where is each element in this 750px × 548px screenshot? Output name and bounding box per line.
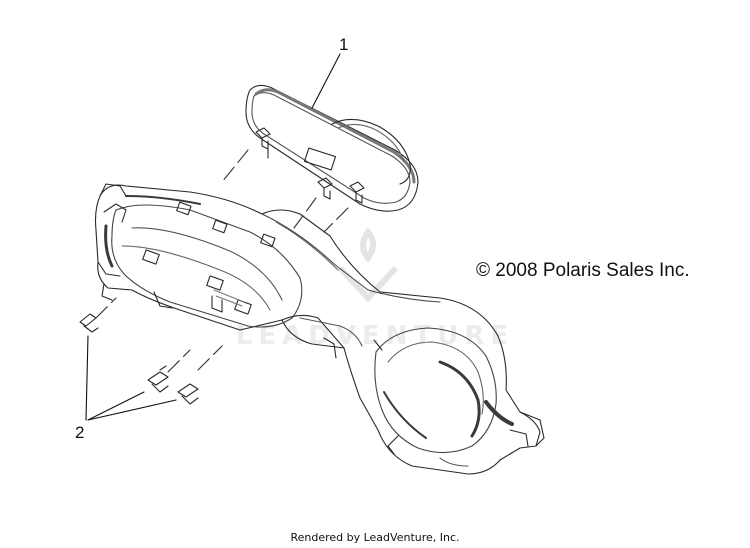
part-2-rivets <box>79 313 199 405</box>
mounting-leader-lines <box>221 149 349 233</box>
rivet-c <box>177 383 199 405</box>
callout-label-2: 2 <box>75 423 85 442</box>
rivet-a <box>79 313 99 333</box>
pod-mounting-bosses <box>142 201 383 359</box>
callout-label-1: 1 <box>339 35 349 54</box>
rivet-leader-lines <box>95 297 223 373</box>
rendered-by-credit: Rendered by LeadVenture, Inc. <box>290 531 460 544</box>
copyright-notice: © 2008 Polaris Sales Inc. <box>476 260 690 281</box>
part-1-gauge-cluster <box>245 84 419 212</box>
instrument-pod-housing <box>94 183 545 475</box>
gauge-connector-posts <box>255 127 365 204</box>
rivet-b <box>147 365 169 393</box>
callout-leaders <box>85 53 341 421</box>
